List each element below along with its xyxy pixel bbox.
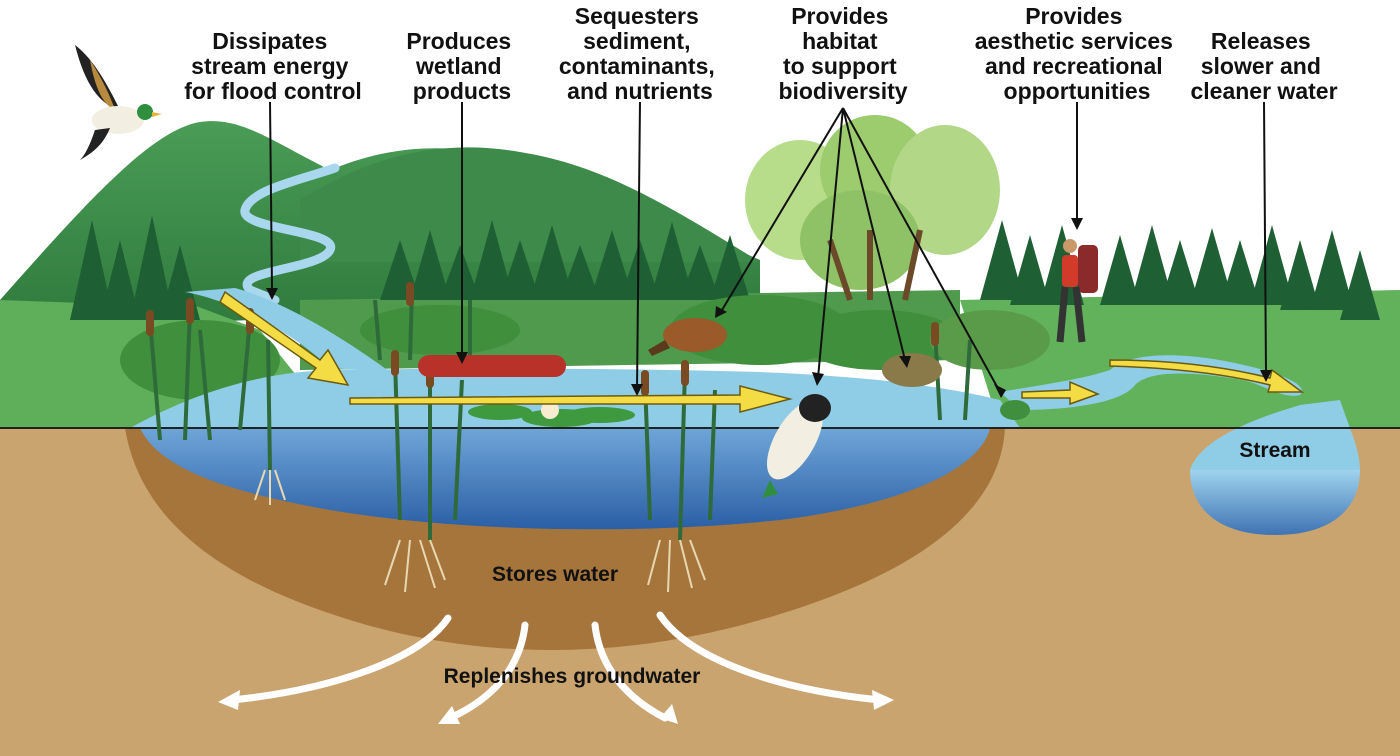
inflow-stream	[185, 288, 390, 372]
cattail-heads	[146, 282, 939, 396]
label-groundwater: Replenishes groundwater	[444, 665, 701, 688]
leader-lines	[269, 101, 1267, 393]
stream-arrow	[1109, 359, 1305, 393]
roots	[254, 469, 706, 593]
turtle	[882, 353, 942, 387]
beaver-tail	[648, 340, 670, 356]
deciduous-trees	[745, 115, 1000, 301]
stream-bank	[1190, 400, 1360, 470]
label-stores-water: Stores water	[492, 563, 618, 586]
label-releases: Releases slower and cleaner water	[1190, 28, 1337, 104]
label-habitat: Provides habitat to support biodiversity	[778, 3, 907, 104]
label-sequesters: Sequesters sediment, contaminants, and n…	[559, 3, 721, 104]
beaver	[663, 318, 727, 352]
groundwater-arrowheads	[218, 690, 894, 724]
label-wetland-products: Produces wetland products	[406, 28, 517, 104]
hiker	[1056, 239, 1098, 343]
diving-duck	[762, 394, 831, 498]
flow-arrows	[219, 290, 1305, 413]
mountain-stream	[240, 163, 340, 305]
sequester-arrow	[349, 385, 793, 413]
wetland-product-peat	[418, 355, 566, 377]
lily-pads	[468, 404, 635, 427]
label-aesthetic: Provides aesthetic services and recreati…	[975, 3, 1180, 104]
label-stream: Stream	[1239, 439, 1310, 462]
mountain-back	[300, 147, 760, 262]
water-lily-flower	[541, 401, 559, 419]
flying-mallard	[75, 45, 162, 160]
inflow-arrow	[219, 290, 350, 387]
label-flood-control: Dissipates stream energy for flood contr…	[184, 28, 362, 104]
frog	[1000, 400, 1030, 420]
outflow-arrow	[1021, 380, 1101, 406]
stream-channel	[1190, 470, 1360, 535]
groundwater-arrows	[228, 611, 884, 722]
leader-arrowheads	[266, 218, 1272, 398]
